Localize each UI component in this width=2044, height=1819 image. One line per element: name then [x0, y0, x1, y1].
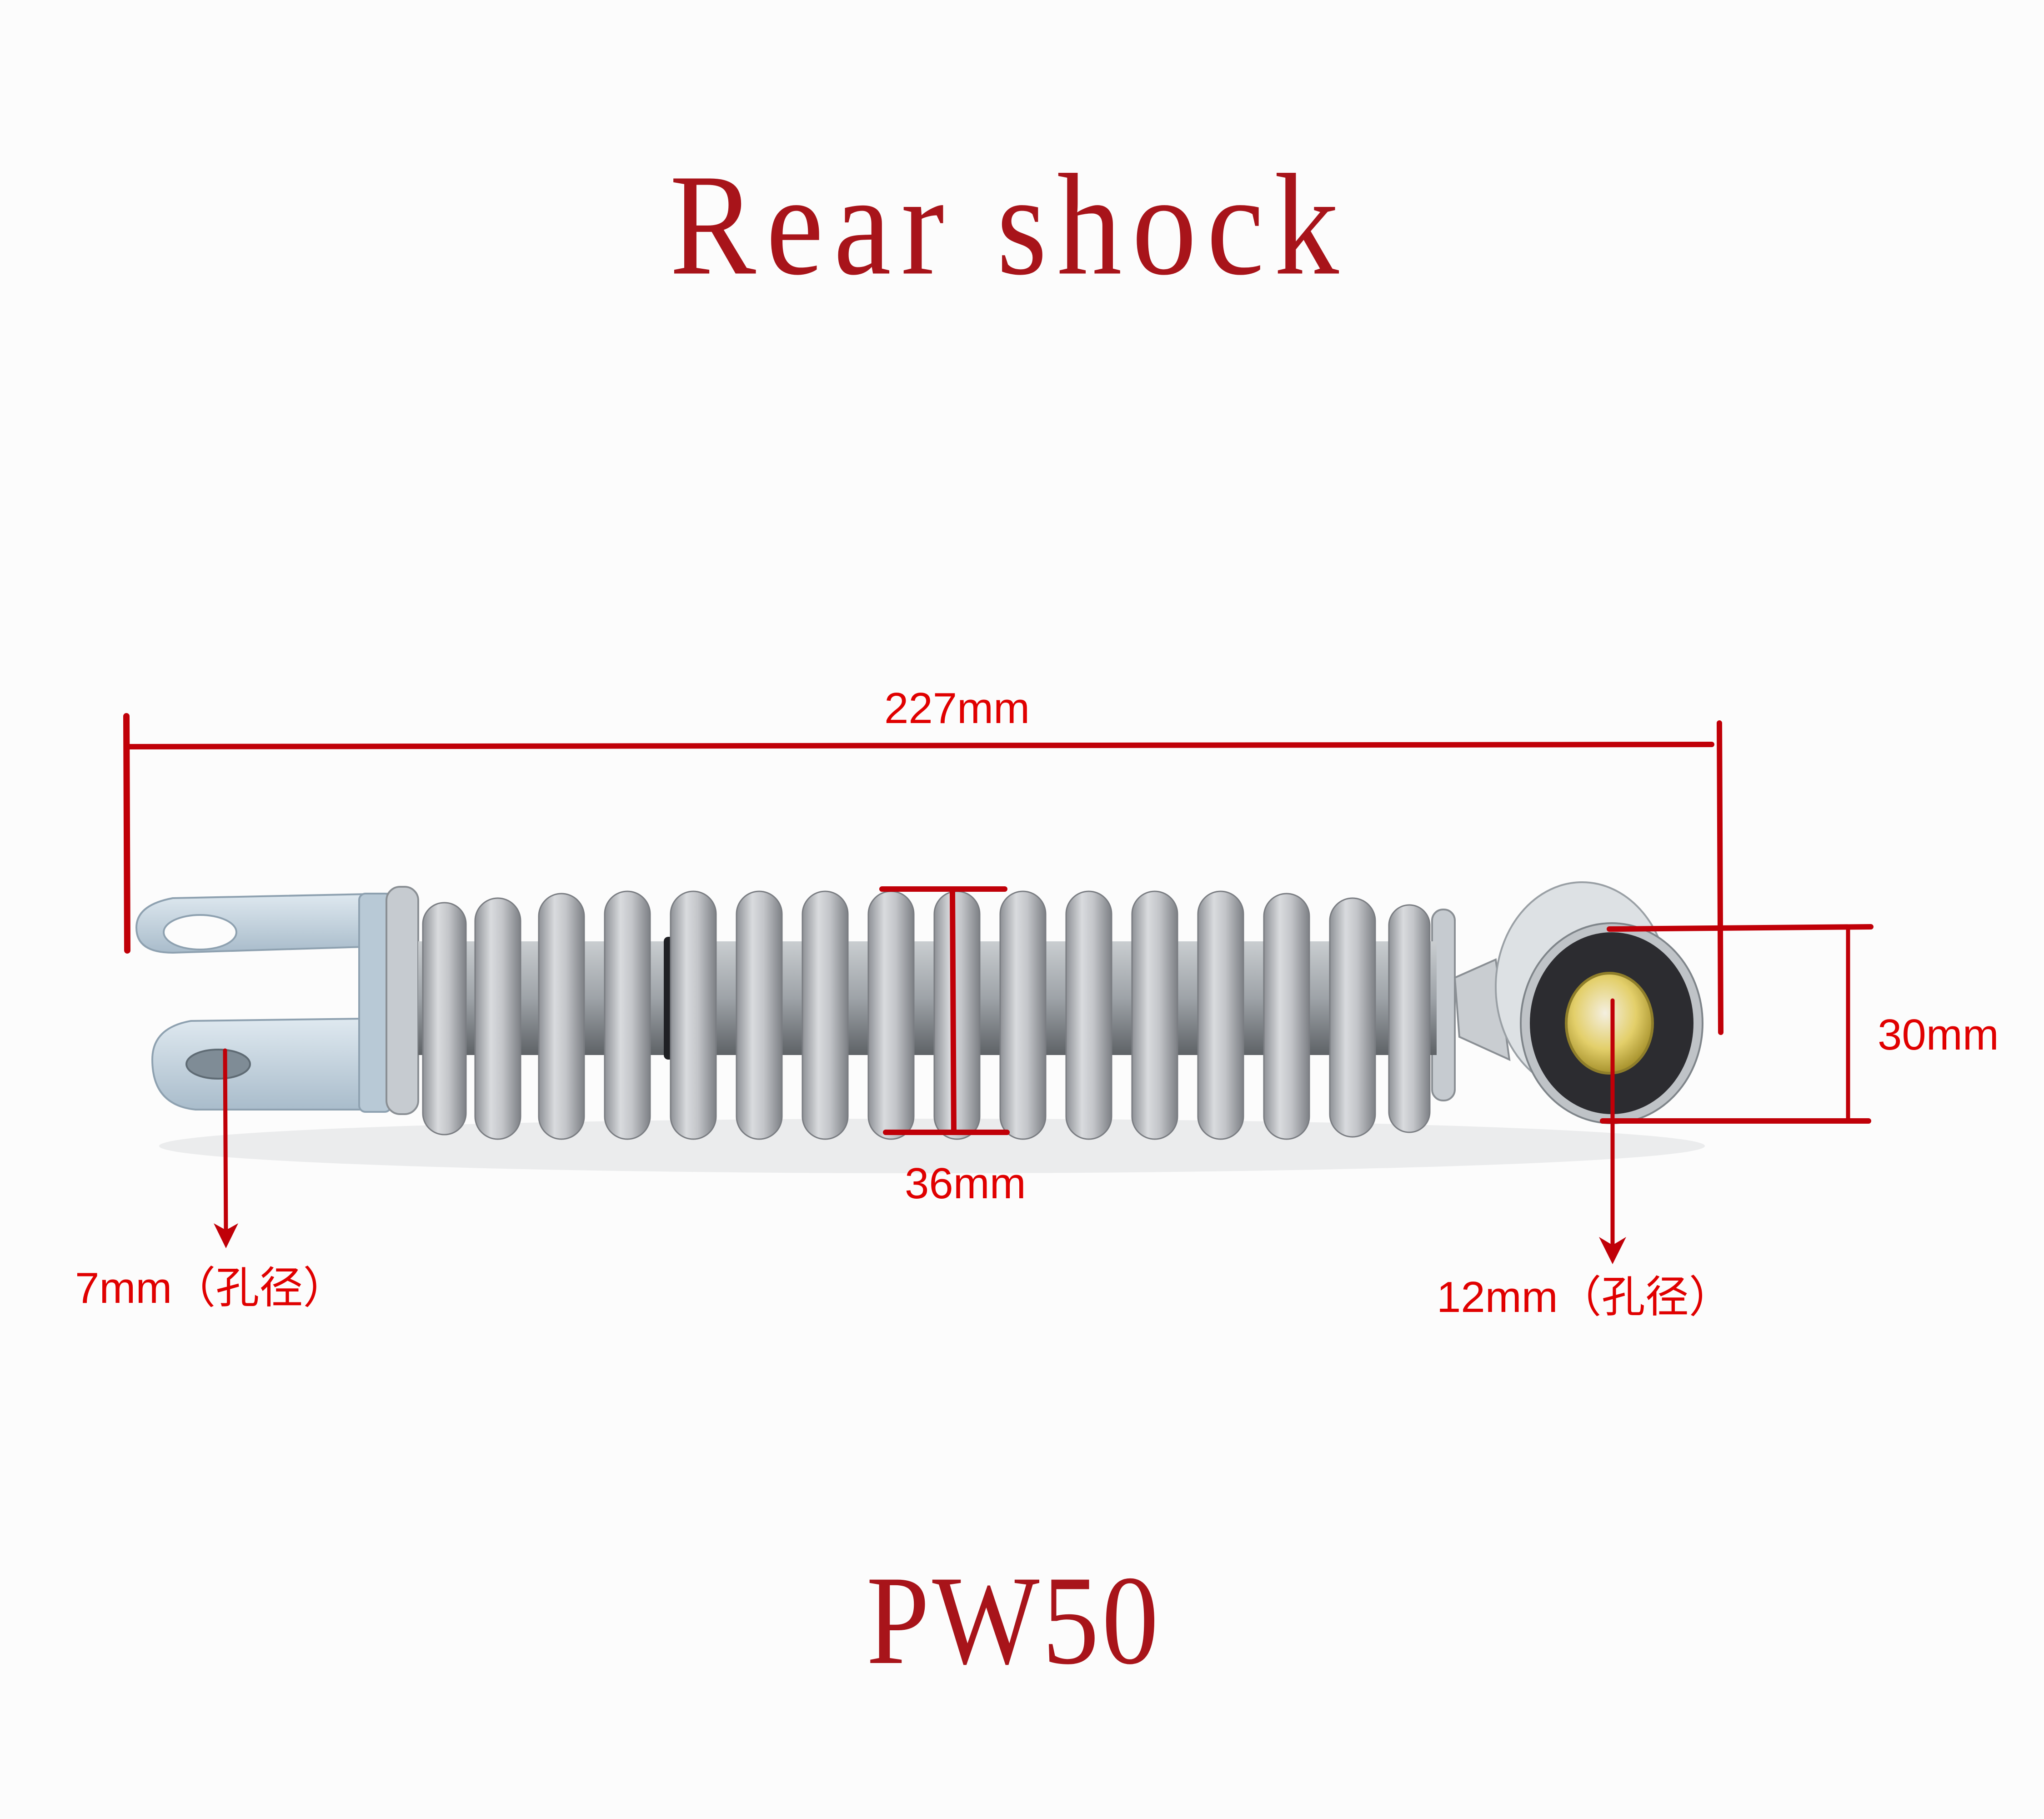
overall-length-line — [127, 742, 1714, 749]
arrow-down-icon — [1599, 1237, 1626, 1264]
upper-eye-mount — [1453, 881, 1703, 1124]
lower-spring-seat — [386, 886, 419, 1115]
dimension-lines — [123, 713, 1874, 1257]
lower-hole-leader — [223, 1048, 228, 1239]
product-title: Rear shock — [669, 144, 1349, 305]
upper-bolt-hole — [163, 914, 237, 950]
threaded-hole — [185, 1049, 251, 1080]
eye-dia-top-cap — [1607, 924, 1874, 932]
lower-clevis-bracket — [135, 892, 396, 1113]
spring-dia-line — [950, 889, 957, 1135]
coil-spring — [422, 890, 1431, 1140]
overall-length-label: 227mm — [884, 684, 1030, 733]
overall-length-right-tick — [1717, 720, 1723, 1035]
arrow-down-icon — [214, 1223, 238, 1248]
lower-hole-label: 7mm（孔径） — [75, 1264, 347, 1312]
overall-length-left-tick — [123, 713, 130, 954]
upper-hole-label: 12mm（孔径） — [1437, 1273, 1733, 1322]
model-label: PW50 — [866, 1550, 1162, 1691]
spring-diameter-label: 36mm — [905, 1159, 1026, 1208]
metal-sleeve — [1565, 972, 1654, 1075]
eye-diameter-label: 30mm — [1878, 1010, 1999, 1059]
